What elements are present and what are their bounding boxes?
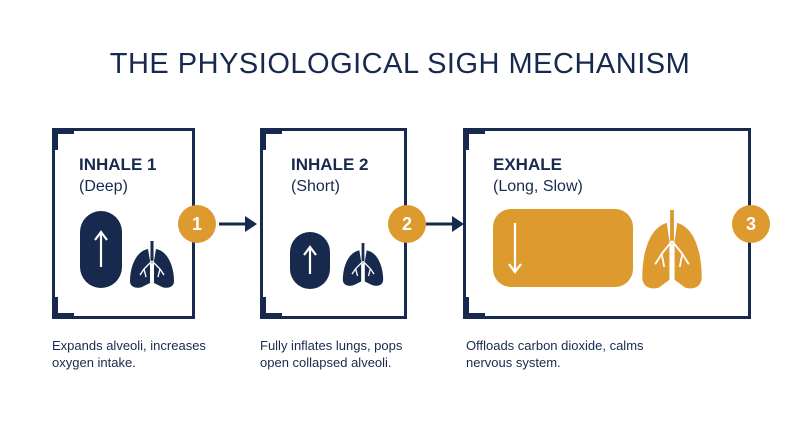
step-subheading: (Long, Slow) (493, 178, 583, 195)
step-panel-inhale-2: INHALE 2 (Short) (260, 128, 407, 319)
step-subheading: (Short) (291, 178, 340, 195)
step-number-badge: 3 (732, 205, 770, 243)
step-heading: INHALE 1 (79, 155, 157, 174)
step-heading: EXHALE (493, 155, 562, 174)
arrow-right-icon (219, 216, 257, 232)
arrow-up-icon (80, 211, 122, 288)
arrow-down-icon (493, 209, 633, 287)
step-panel-exhale: EXHALE (Long, Slow) (463, 128, 751, 319)
step-heading: INHALE 2 (291, 155, 369, 174)
lungs-icon (642, 209, 702, 289)
step-number-badge: 1 (178, 205, 216, 243)
arrow-up-icon (290, 232, 330, 289)
diagram-title: THE PHYSIOLOGICAL SIGH MECHANISM (109, 48, 691, 80)
lungs-icon (342, 243, 384, 286)
step-description: Expands alveoli, increases oxygen intake… (52, 338, 206, 370)
step-number-badge: 2 (388, 205, 426, 243)
arrow-right-icon (426, 216, 464, 232)
step-subheading: (Deep) (79, 178, 128, 195)
lungs-icon (130, 241, 174, 288)
step-description: Fully inflates lungs, pops open collapse… (260, 338, 403, 370)
step-panel-inhale-1: INHALE 1 (Deep) (52, 128, 195, 319)
step-description: Offloads carbon dioxide, calms nervous s… (466, 338, 644, 370)
